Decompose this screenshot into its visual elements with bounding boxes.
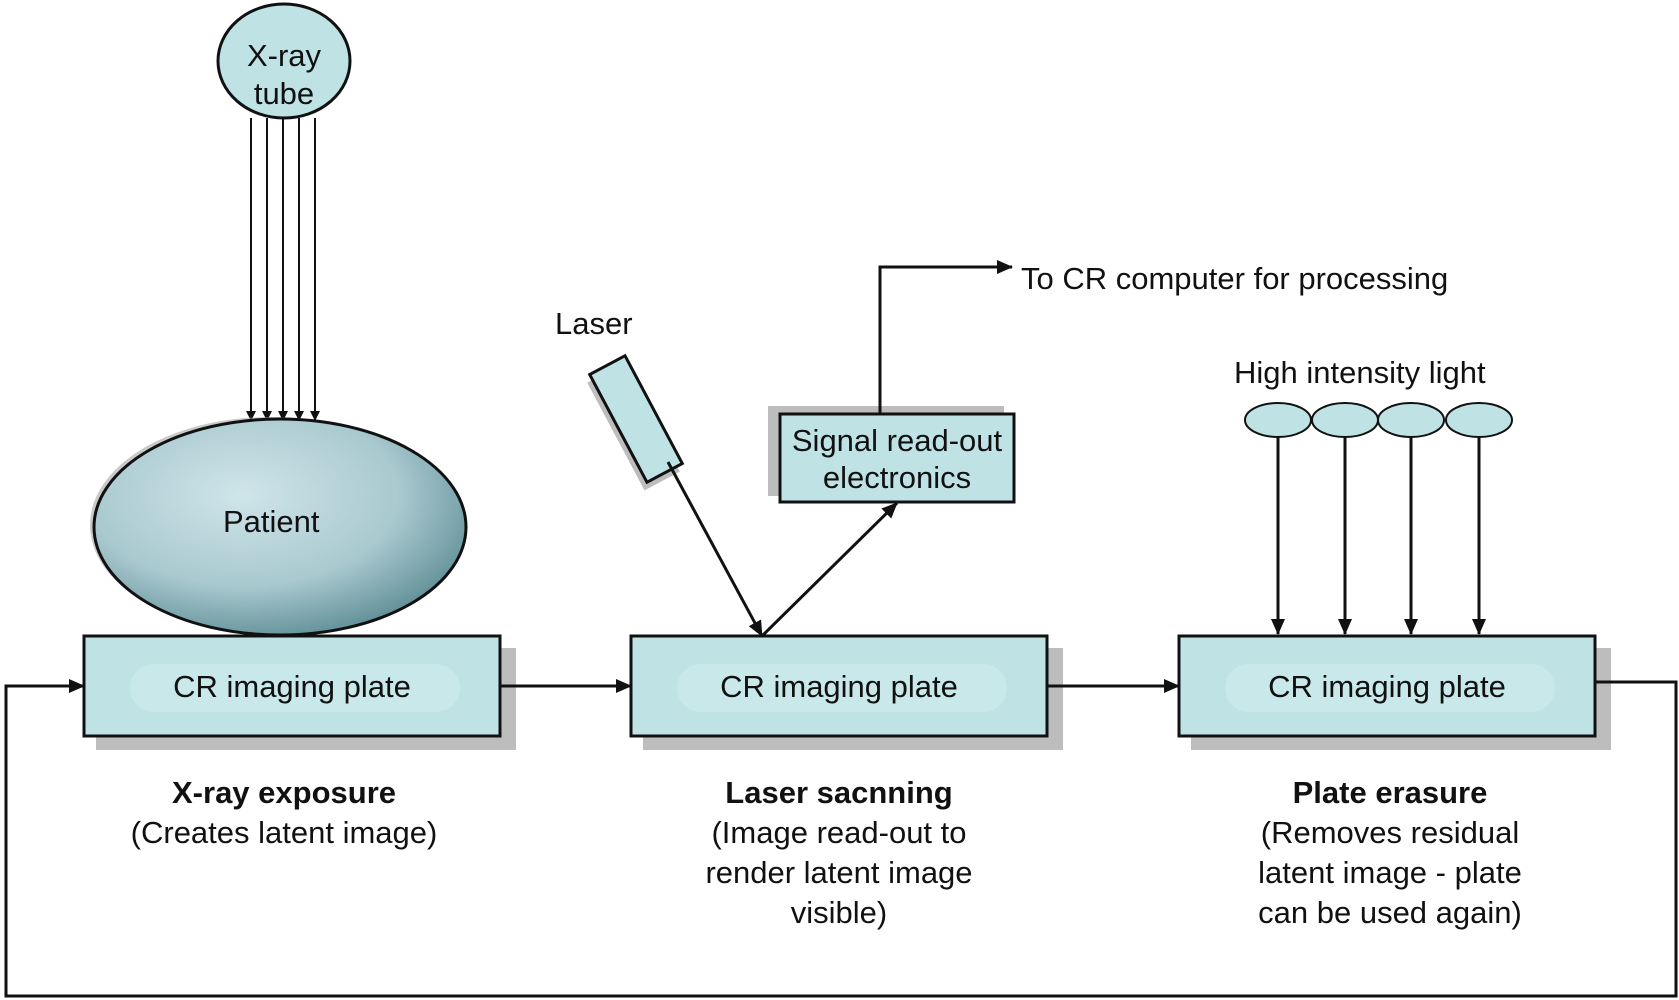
to-computer-label: To CR computer for processing — [1021, 261, 1449, 296]
patient-label: Patient — [223, 504, 320, 539]
laser-label: Laser — [555, 306, 633, 341]
signal-readout-label: Signal read-out electronics — [791, 423, 1003, 495]
readout-beam — [760, 501, 899, 638]
stage-desc-erasure: (Removes residual latent image - plate c… — [1258, 815, 1522, 930]
stage-title-exposure: X-ray exposure — [172, 775, 396, 810]
flow-arrows — [4, 679, 1678, 998]
plate-label-3: CR imaging plate — [1268, 669, 1506, 704]
erasure-light-beams — [1271, 437, 1486, 635]
plate-3 — [1177, 634, 1611, 750]
plate-label-1: CR imaging plate — [173, 669, 411, 704]
plate-label-2: CR imaging plate — [720, 669, 958, 704]
signal-readout-box — [768, 406, 1016, 504]
xray-beams — [246, 118, 320, 421]
stage-desc-exposure: (Creates latent image) — [130, 815, 438, 850]
plate-1 — [82, 634, 516, 750]
stage-title-scanning: Laser sacnning — [725, 775, 953, 810]
laser-device — [587, 353, 764, 637]
high-intensity-light-label: High intensity light — [1234, 355, 1486, 390]
output-line — [878, 260, 1013, 414]
plate-2 — [629, 634, 1063, 750]
xray-tube-label: X-ray tube — [246, 38, 322, 111]
stage-title-erasure: Plate erasure — [1292, 775, 1488, 810]
stage-desc-scanning: (Image read-out to render latent image v… — [705, 815, 973, 930]
erasure-lights — [1244, 402, 1513, 438]
